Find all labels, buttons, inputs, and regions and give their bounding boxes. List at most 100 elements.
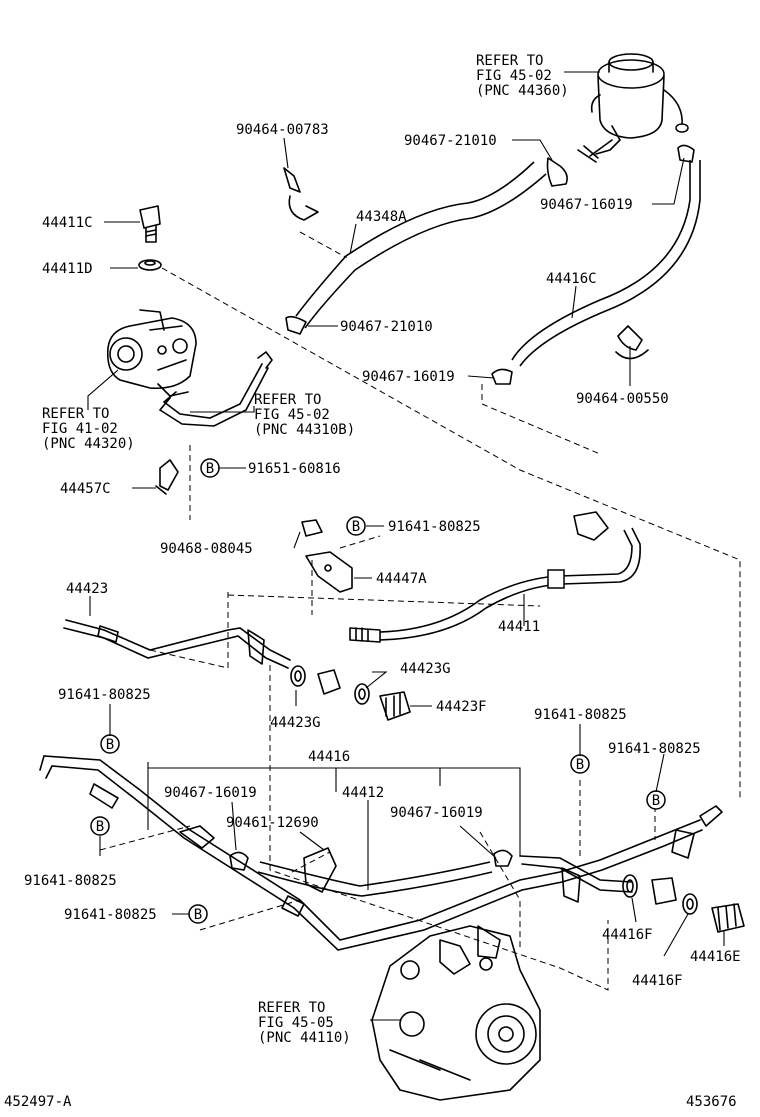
return-pipe-44416 bbox=[39, 755, 723, 951]
return-hose-44416c bbox=[511, 160, 701, 367]
part-label: 44447A bbox=[376, 571, 427, 587]
return-hose-44348a bbox=[294, 161, 547, 329]
part-label: 44416 bbox=[308, 749, 350, 765]
bolt-marker-b-3: B bbox=[100, 734, 120, 754]
bolt-marker-text: B bbox=[194, 907, 202, 923]
refer-line-3: (PNC 44360) bbox=[476, 83, 569, 99]
part-label: 91651-60816 bbox=[248, 461, 341, 477]
refer-line-2: FIG 45-05 bbox=[258, 1015, 334, 1031]
part-label: 90467-16019 bbox=[390, 805, 483, 821]
bolt-marker-text: B bbox=[206, 461, 214, 477]
refer-note-reservoir: REFER TO FIG 45-02 (PNC 44360) bbox=[476, 53, 569, 99]
part-label: 91641-80825 bbox=[64, 907, 157, 923]
label-leaders bbox=[87, 71, 725, 1021]
part-label: 90468-08045 bbox=[160, 541, 253, 557]
part-label: 44411C bbox=[42, 215, 93, 231]
figure-code-right: 453676 bbox=[686, 1094, 737, 1110]
bolt-marker-b-5: B bbox=[188, 904, 208, 924]
refer-note-pump: REFER TO FIG 41-02 (PNC 44320) bbox=[42, 406, 135, 452]
gasket-44416f-b bbox=[682, 893, 698, 915]
gasket-44416f-a bbox=[622, 874, 638, 898]
clip-90467-21010-top bbox=[546, 157, 568, 187]
bolt-marker-b-6: B bbox=[570, 754, 590, 774]
figure-code-left: 452497-A bbox=[4, 1094, 72, 1110]
union-bolt-44423f bbox=[379, 691, 411, 721]
part-label: 44416F bbox=[632, 973, 683, 989]
bolt-marker-text: B bbox=[652, 793, 660, 809]
clip-90467-16019-lower-left bbox=[179, 825, 249, 871]
bolt-marker-b-4: B bbox=[90, 816, 110, 836]
bolt-marker-b-2: B bbox=[346, 516, 366, 536]
refer-note-gear-box: REFER TO FIG 45-05 (PNC 44110) bbox=[258, 1000, 351, 1046]
clip-90467-16019-top bbox=[677, 144, 695, 163]
refer-line-2: FIG 41-02 bbox=[42, 421, 118, 437]
part-label: 44457C bbox=[60, 481, 111, 497]
gasket-44423g-a bbox=[290, 665, 306, 687]
part-label: 90467-21010 bbox=[404, 133, 497, 149]
refer-line-2: FIG 45-02 bbox=[254, 407, 330, 423]
reservoir-drawing bbox=[577, 53, 689, 163]
part-label: 90464-00783 bbox=[236, 122, 329, 138]
clamp-90464-00783 bbox=[283, 167, 319, 221]
pressure-hose-44411 bbox=[349, 511, 641, 643]
part-label: 90467-16019 bbox=[164, 785, 257, 801]
union-bolt-44411c bbox=[139, 205, 161, 243]
power-steering-pump bbox=[106, 309, 273, 427]
clamp-90464-00550 bbox=[615, 325, 649, 360]
refer-line-1: REFER TO bbox=[476, 53, 543, 69]
part-label: 44412 bbox=[342, 785, 384, 801]
part-label: 44423G bbox=[400, 661, 451, 677]
bolt-marker-text: B bbox=[96, 819, 104, 835]
union-bolt-44416e bbox=[711, 903, 745, 933]
refer-line-1: REFER TO bbox=[258, 1000, 325, 1016]
bolt-marker-b-1: B bbox=[200, 458, 220, 478]
refer-note-pressure-pipe: REFER TO FIG 45-02 (PNC 44310B) bbox=[254, 392, 355, 438]
steering-gear-box bbox=[371, 925, 541, 1101]
part-label: 91641-80825 bbox=[608, 741, 701, 757]
bolt-marker-text: B bbox=[576, 757, 584, 773]
refer-line-3: (PNC 44310B) bbox=[254, 422, 355, 438]
part-label: 44416F bbox=[602, 927, 653, 943]
part-label: 44348A bbox=[356, 209, 407, 225]
part-label: 44411D bbox=[42, 261, 93, 277]
part-label: 44411 bbox=[498, 619, 540, 635]
part-label: 44423G bbox=[270, 715, 321, 731]
part-label: 44423 bbox=[66, 581, 108, 597]
connector-44416-sleeve bbox=[651, 877, 677, 905]
refer-line-1: REFER TO bbox=[42, 406, 109, 422]
bracket-90468-08045 bbox=[301, 519, 323, 537]
part-label: 90461-12690 bbox=[226, 815, 319, 831]
refer-line-3: (PNC 44320) bbox=[42, 436, 135, 452]
clamp-90461-12690 bbox=[303, 847, 337, 893]
assembly-dashed-lines bbox=[99, 231, 741, 991]
part-label: 91641-80825 bbox=[58, 687, 151, 703]
part-label: 44423F bbox=[436, 699, 487, 715]
part-label: 91641-80825 bbox=[24, 873, 117, 889]
bolt-marker-text: B bbox=[352, 519, 360, 535]
part-label: 44416C bbox=[546, 271, 597, 287]
part-label: 90467-16019 bbox=[362, 369, 455, 385]
return-hose-44412 bbox=[257, 861, 493, 897]
clip-90467-16019-mid bbox=[491, 368, 513, 385]
part-labels: 90464-00783 90467-21010 90467-16019 4441… bbox=[24, 122, 741, 989]
gasket-44423g-b bbox=[354, 683, 370, 705]
part-label: 44416E bbox=[690, 949, 741, 965]
clip-90467-16019-lower-right bbox=[493, 849, 513, 867]
bracket-44457c bbox=[155, 459, 179, 495]
pressure-pipe-44423 bbox=[63, 619, 291, 669]
bolt-marker-b-7: B bbox=[646, 790, 666, 810]
bolt-marker-text: B bbox=[106, 737, 114, 753]
clip-90467-21010-mid bbox=[285, 315, 307, 335]
gasket-44411d bbox=[138, 259, 162, 271]
part-label: 90464-00550 bbox=[576, 391, 669, 407]
part-label: 90467-21010 bbox=[340, 319, 433, 335]
part-label: 90467-16019 bbox=[540, 197, 633, 213]
refer-line-2: FIG 45-02 bbox=[476, 68, 552, 84]
refer-line-3: (PNC 44110) bbox=[258, 1030, 351, 1046]
part-label: 91641-80825 bbox=[388, 519, 481, 535]
refer-line-1: REFER TO bbox=[254, 392, 321, 408]
bracket-44447a bbox=[305, 551, 353, 593]
connector-44423-sleeve bbox=[317, 669, 341, 695]
